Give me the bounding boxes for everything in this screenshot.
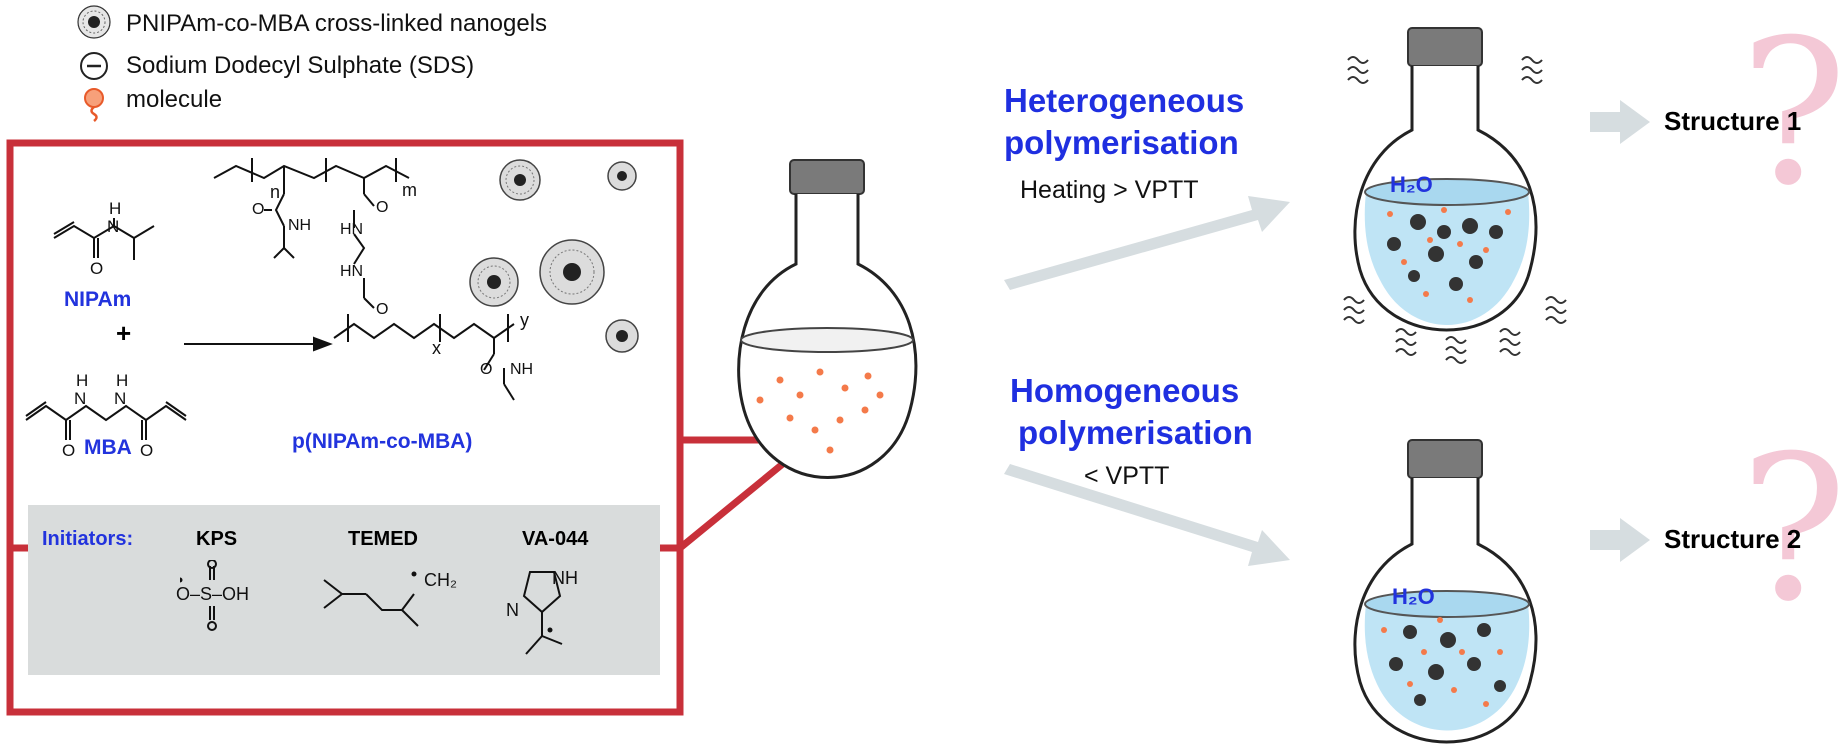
va044-nh: NH [552,568,578,588]
nanogel-icon [77,5,111,39]
top-nh-text: NH [288,217,311,234]
temed-structure [323,571,419,627]
homo-title-line2: polymerisation [1018,414,1253,451]
legend-sds-label: Sodium Dodecyl Sulphate (SDS) [126,52,475,79]
nanogel-1 [499,159,541,201]
structure1-arrow [1590,100,1650,144]
initiator-va044: VA-044 [522,528,589,550]
hetero-condition: Heating > VPTT [1020,176,1199,204]
cross-o2-text: O [376,301,388,318]
water-label-top: H₂O [1390,172,1433,197]
nanogel-3 [469,257,519,307]
homo-condition: < VPTT [1084,462,1170,490]
initiator-kps: KPS [196,528,238,550]
hetero-title-line1: Heterogeneous [1004,82,1245,119]
va044-structure [522,571,563,655]
legend-molecule-label: molecule [126,86,223,113]
kps-structure [180,560,217,631]
temed-ch2: CH₂ [424,570,457,590]
nipam-h-text: H [109,199,121,218]
mba-o1-text: O [62,441,75,460]
n-subscript: n [270,182,280,202]
heated-flask [1343,27,1567,364]
nanogel-5 [605,319,639,353]
structure1-label: Structure 1 [1664,106,1802,136]
mba-h2-text: H [116,371,128,390]
nanogel-2 [607,161,637,191]
legend-icons [77,5,111,122]
legend-nanogel-label: PNIPAm-co-MBA cross-linked nanogels [126,10,548,37]
hetero-arrow [1004,196,1290,290]
water-label-bottom: H₂O [1392,584,1435,609]
reaction-arrow [184,336,333,352]
m-subscript: m [402,180,417,200]
mba-structure [25,401,187,440]
molecule-icon [84,88,104,122]
nipam-structure [53,218,155,260]
initiators-panel [28,505,660,675]
product-label: p(NIPAm-co-MBA) [292,430,473,453]
nipam-label: NIPAm [64,288,132,311]
y-subscript: y [520,310,529,330]
structure2-label: Structure 2 [1664,524,1802,554]
nipam-o-text: O [90,259,103,278]
nanogel-particles [469,159,639,353]
va044-n: N [506,600,519,620]
reaction-scheme: H N O H N H N O O n m O [25,158,533,460]
kps-formula: O–S–OH [176,584,250,604]
nanogel-4 [539,239,605,305]
cross-hn2-text: HN [340,263,363,280]
bottom-nh-text: NH [510,361,533,378]
nipam-n-text: N [107,217,119,236]
center-flask [737,159,918,479]
heat-icon [1343,56,1567,364]
mba-label: MBA [84,436,132,459]
structure2-arrow [1590,518,1650,562]
mba-o2-text: O [140,441,153,460]
initiator-temed: TEMED [348,528,418,550]
cross-o1-text: O [376,199,388,216]
unheated-flask [1353,439,1538,744]
cross-hn1-text: HN [340,221,363,238]
polymer-chain-bottom [333,314,515,401]
mba-n2-text: N [114,389,126,408]
question-mark-1: ? [1740,0,1846,230]
hetero-title-line2: polymerisation [1004,124,1239,161]
polymer-chain-top [213,158,410,309]
initiators-label: Initiators: [42,528,134,550]
bottom-o-text: O [480,361,492,378]
mba-h1-text: H [76,371,88,390]
sds-minus-icon [80,52,108,80]
question-mark-2: ? [1740,413,1846,646]
top-o-text: O [252,201,264,218]
homo-arrow [1004,464,1290,566]
mba-n1-text: N [74,389,86,408]
homo-title-line1: Homogeneous [1010,372,1240,409]
x-subscript: x [432,338,441,358]
plus-sign: + [116,318,132,348]
